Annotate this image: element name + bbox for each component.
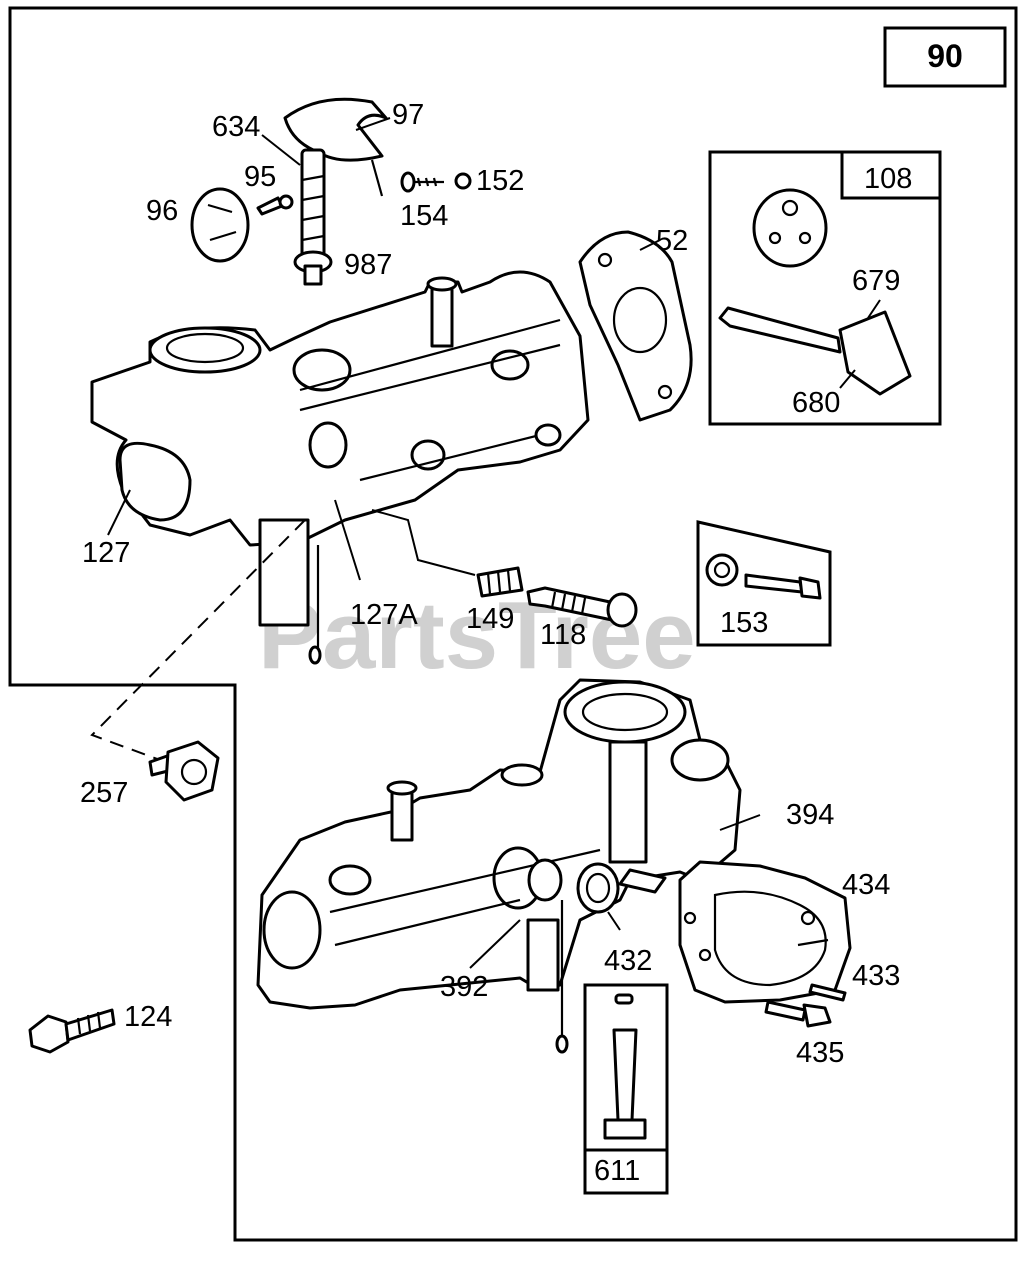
callout-127: 127 (82, 537, 130, 569)
callout-127a: 127A (350, 599, 418, 631)
spring-149 (476, 566, 524, 598)
watermark: PartsTree TM (258, 582, 768, 689)
callout-149: 149 (466, 603, 514, 635)
callout-154: 154 (400, 200, 448, 232)
leader-needle (371, 509, 476, 576)
callout-634: 634 (212, 111, 260, 143)
callout-257: 257 (80, 777, 128, 809)
callout-433: 433 (852, 960, 900, 992)
callout-987: 987 (344, 249, 392, 281)
callout-52: 52 (656, 225, 688, 257)
seal-432 (527, 858, 620, 914)
callout-435: 435 (796, 1037, 844, 1069)
callout-152: 152 (476, 165, 524, 197)
lower-carburetor-body (256, 678, 742, 1054)
callout-95: 95 (244, 161, 276, 193)
fuel-pump-394 (678, 860, 852, 1004)
assembly-line-257 (90, 519, 306, 761)
upper-carburetor-body (90, 270, 590, 665)
callout-108: 108 (864, 163, 912, 195)
page-number-box: 90 (883, 26, 1007, 88)
bolt-257 (148, 740, 220, 802)
screw-435 (764, 1000, 832, 1028)
callout-labels: 97 634 95 96 152 154 987 52 108 679 680 … (80, 99, 912, 1187)
leader-lines (107, 117, 761, 969)
kit-box-108 (708, 150, 942, 426)
callout-434: 434 (842, 869, 890, 901)
callout-97: 97 (392, 99, 424, 131)
bolt-124 (28, 1008, 116, 1054)
callout-392: 392 (440, 971, 488, 1003)
screw-152 (400, 171, 472, 193)
callout-153: 153 (720, 607, 768, 639)
callout-394: 394 (786, 799, 834, 831)
needle-valve-118 (526, 586, 638, 628)
callout-96: 96 (146, 195, 178, 227)
pin-433 (808, 983, 847, 1002)
kit-box-153 (696, 520, 832, 647)
callout-679: 679 (852, 265, 900, 297)
diagram-frame (8, 6, 1018, 1242)
callout-432: 432 (604, 945, 652, 977)
callout-680: 680 (792, 387, 840, 419)
callout-124: 124 (124, 1001, 172, 1033)
callout-611: 611 (594, 1155, 640, 1187)
callout-118: 118 (540, 619, 586, 651)
gasket-52 (578, 230, 693, 422)
kit-box-611 (583, 983, 669, 1195)
page-number: 90 (927, 38, 963, 74)
choke-shaft-assembly (190, 97, 388, 286)
